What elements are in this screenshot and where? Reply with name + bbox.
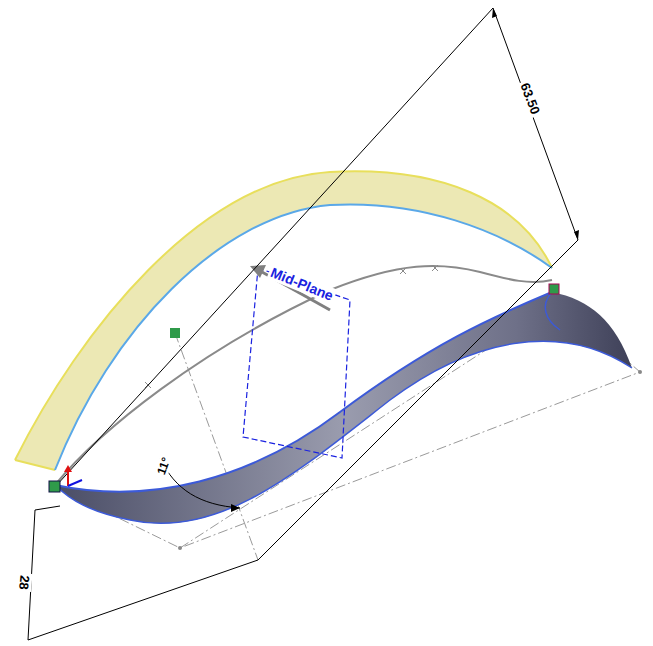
- angle-value: 11°: [154, 454, 175, 479]
- plane-label: Mid-Plane: [266, 263, 337, 304]
- dimension-value: 63.50: [516, 78, 543, 117]
- dimension-value: 28: [16, 572, 33, 592]
